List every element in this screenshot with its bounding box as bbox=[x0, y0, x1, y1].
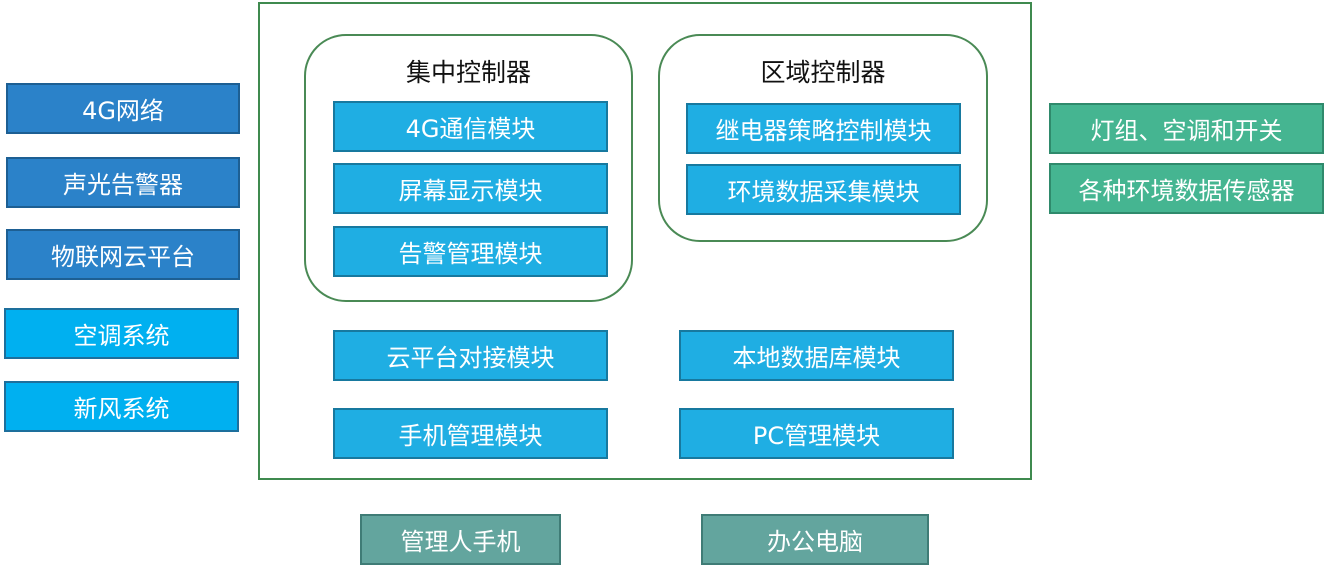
system-frame bbox=[258, 2, 1032, 480]
node-fresh-air-system[interactable]: 新风系统 bbox=[4, 381, 239, 432]
node-manager-phone[interactable]: 管理人手机 bbox=[360, 514, 561, 565]
node-label: 空调系统 bbox=[73, 322, 170, 350]
central-controller-group: 集中控制器 bbox=[304, 34, 633, 302]
module-local-database[interactable]: 本地数据库模块 bbox=[679, 330, 954, 381]
module-mobile-management[interactable]: 手机管理模块 bbox=[333, 408, 608, 459]
node-environment-sensors[interactable]: 各种环境数据传感器 bbox=[1049, 163, 1324, 214]
node-iot-cloud-platform[interactable]: 物联网云平台 bbox=[6, 229, 240, 280]
node-label: 办公电脑 bbox=[767, 528, 863, 556]
module-4g-communication[interactable]: 4G通信模块 bbox=[333, 101, 608, 152]
module-label: 4G通信模块 bbox=[405, 115, 536, 143]
module-label: 云平台对接模块 bbox=[386, 344, 555, 372]
module-label: 手机管理模块 bbox=[398, 422, 543, 450]
zone-controller-title: 区域控制器 bbox=[760, 58, 886, 87]
module-label: 本地数据库模块 bbox=[732, 344, 901, 372]
node-air-conditioning-system[interactable]: 空调系统 bbox=[4, 308, 239, 359]
node-4g-network[interactable]: 4G网络 bbox=[6, 83, 240, 134]
node-lights-ac-switches[interactable]: 灯组、空调和开关 bbox=[1049, 103, 1324, 154]
module-label: 屏幕显示模块 bbox=[398, 177, 543, 205]
module-label: 继电器策略控制模块 bbox=[715, 117, 932, 145]
zone-controller-group: 区域控制器 bbox=[658, 34, 988, 242]
module-screen-display[interactable]: 屏幕显示模块 bbox=[333, 163, 608, 214]
node-sound-light-alarm[interactable]: 声光告警器 bbox=[6, 157, 240, 208]
module-label: 环境数据采集模块 bbox=[727, 178, 920, 206]
module-label: 告警管理模块 bbox=[398, 240, 543, 268]
module-pc-management[interactable]: PC管理模块 bbox=[679, 408, 954, 459]
module-label: PC管理模块 bbox=[752, 422, 881, 450]
node-office-computer[interactable]: 办公电脑 bbox=[701, 514, 929, 565]
node-label: 新风系统 bbox=[73, 395, 170, 423]
node-label: 声光告警器 bbox=[63, 171, 183, 199]
node-label: 管理人手机 bbox=[400, 528, 521, 556]
module-alarm-management[interactable]: 告警管理模块 bbox=[333, 226, 608, 277]
module-cloud-platform-docking[interactable]: 云平台对接模块 bbox=[333, 330, 608, 381]
node-label: 4G网络 bbox=[82, 97, 164, 125]
central-controller-title: 集中控制器 bbox=[405, 58, 531, 87]
node-label: 各种环境数据传感器 bbox=[1078, 177, 1295, 205]
node-label: 灯组、空调和开关 bbox=[1090, 117, 1283, 145]
node-label: 物联网云平台 bbox=[51, 243, 195, 271]
module-environment-data-collection[interactable]: 环境数据采集模块 bbox=[686, 164, 961, 215]
module-relay-strategy-control[interactable]: 继电器策略控制模块 bbox=[686, 103, 961, 154]
